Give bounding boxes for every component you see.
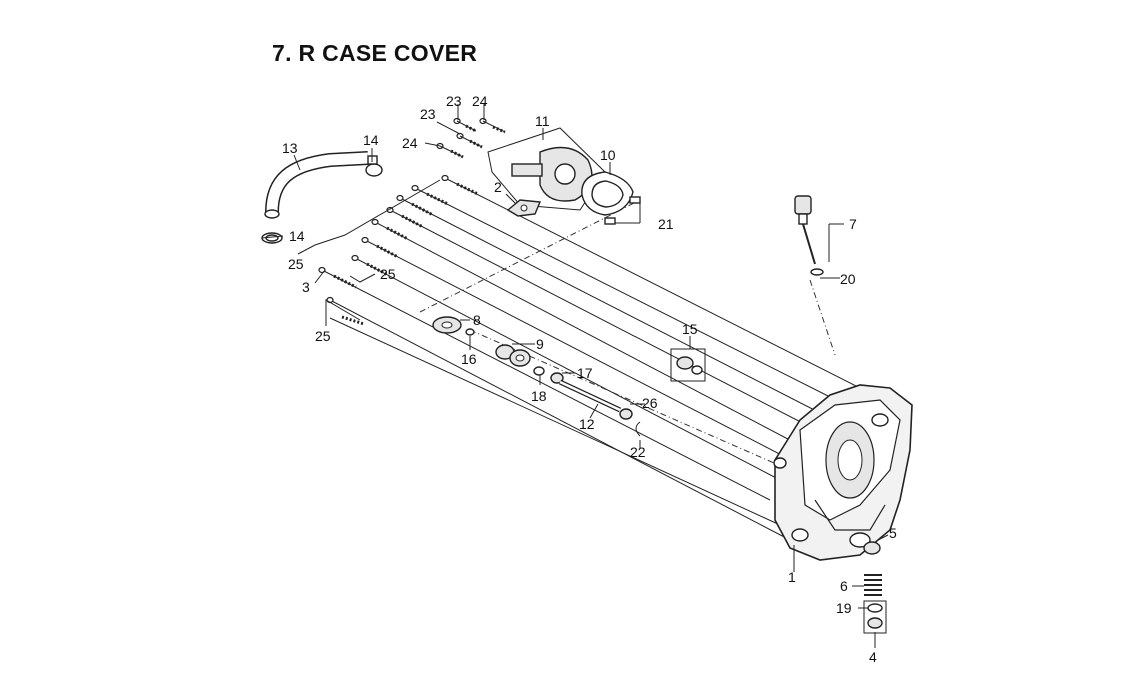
callout-20: 20: [840, 271, 856, 287]
callout-23-top: 23: [446, 93, 462, 109]
pump-cover: [487, 127, 606, 211]
callout-labels: 1 2 3 4 5 6 7 8 9 10 11 12 13 14 14 15 1…: [282, 93, 897, 665]
callout-24-left: 24: [402, 135, 418, 151]
washer-18: [533, 366, 545, 376]
callout-21: 21: [658, 216, 674, 232]
callout-3: 3: [302, 279, 310, 295]
callout-18: 18: [531, 388, 547, 404]
circlip-22: [635, 421, 641, 437]
callout-14-lower: 14: [289, 228, 305, 244]
pump-bolts: [436, 117, 506, 159]
washer-16: [465, 328, 475, 336]
callout-17: 17: [577, 365, 593, 381]
callout-15: 15: [682, 321, 698, 337]
callout-25-bottom: 25: [315, 328, 331, 344]
callout-1: 1: [788, 569, 796, 585]
long-bolts: [318, 174, 861, 541]
water-hose: [264, 151, 369, 219]
callout-25-left: 25: [288, 256, 304, 272]
callout-5: 5: [889, 525, 897, 541]
callout-25-mid: 25: [380, 266, 396, 282]
o-ring-19: [867, 603, 883, 613]
callout-16: 16: [461, 351, 477, 367]
callout-4: 4: [869, 649, 877, 665]
shaft-axis-line: [469, 329, 791, 471]
seal-8: [432, 316, 462, 334]
shaft-centerline: [419, 199, 641, 313]
callout-23-left: 23: [420, 106, 436, 122]
seal-26: [619, 408, 633, 420]
callout-13: 13: [282, 140, 298, 156]
fitting-part-2: [506, 199, 542, 217]
callout-2: 2: [494, 179, 502, 195]
bearing-9: [495, 344, 531, 367]
callout-19: 19: [836, 600, 852, 616]
callout-7: 7: [849, 216, 857, 232]
strainer-4: [867, 617, 883, 629]
callout-24-top: 24: [472, 93, 488, 109]
right-case-cover: [773, 384, 913, 561]
leader-lines: [261, 104, 889, 648]
callout-10: 10: [600, 147, 616, 163]
oil-seal-15: [670, 348, 706, 382]
dipstick: [794, 195, 824, 276]
callout-26: 26: [642, 395, 658, 411]
callout-14-upper: 14: [363, 132, 379, 148]
hose-clamp-upper: [365, 155, 383, 177]
callout-22: 22: [630, 444, 646, 460]
callout-8: 8: [473, 312, 481, 328]
pump-shaft-12: [550, 372, 622, 413]
spring-6: [864, 574, 882, 596]
drain-plug-5: [863, 541, 881, 555]
callout-6: 6: [840, 578, 848, 594]
page-title: 7. R CASE COVER: [272, 40, 478, 66]
callout-9: 9: [536, 336, 544, 352]
o-ring-20: [810, 268, 824, 276]
dipstick-centerline: [809, 279, 836, 356]
callout-11: 11: [535, 113, 550, 129]
callout-12: 12: [579, 416, 595, 432]
pump-gasket: [581, 171, 634, 216]
